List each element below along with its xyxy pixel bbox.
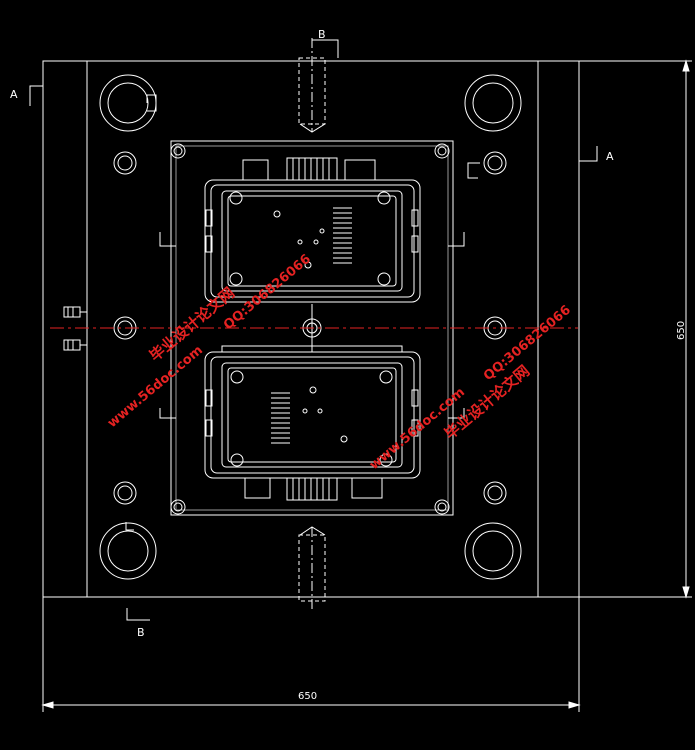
cooling-fitting-upper bbox=[63, 306, 87, 318]
dimension-height-value: 650 bbox=[676, 321, 687, 340]
insert-pocket-right-mid bbox=[448, 408, 465, 419]
insert-screw-4 bbox=[434, 499, 450, 515]
connector-pins-upper bbox=[286, 157, 338, 181]
return-pin-bracket bbox=[467, 162, 480, 179]
section-marker-b-bottom bbox=[126, 608, 150, 621]
connector-pins-lower bbox=[286, 477, 338, 501]
insert-pocket-left-top bbox=[159, 232, 176, 247]
dimension-width-value: 650 bbox=[298, 691, 317, 702]
section-label-b-bottom: B bbox=[137, 626, 145, 639]
insert-pocket-right-top bbox=[448, 232, 465, 247]
cooling-fitting-lower bbox=[63, 339, 87, 351]
insert-screw-3 bbox=[170, 499, 186, 515]
guide-pillar-bottom-right bbox=[464, 522, 522, 580]
return-pin-2 bbox=[483, 151, 507, 175]
section-marker-a-right bbox=[579, 146, 598, 162]
section-label-b-top: B bbox=[318, 28, 326, 41]
section-label-a-right: A bbox=[606, 150, 614, 163]
guide-pillar-bottom-left bbox=[99, 522, 157, 580]
return-pin-6 bbox=[483, 481, 507, 505]
section-label-a-left: A bbox=[10, 88, 18, 101]
part-cavity-lower bbox=[204, 345, 421, 501]
insert-screw-1 bbox=[170, 143, 186, 159]
vent-grille-lower bbox=[271, 392, 290, 444]
insert-pocket-left-mid bbox=[159, 408, 176, 419]
part-cavity-upper bbox=[204, 157, 421, 303]
section-marker-b-top bbox=[312, 39, 339, 58]
section-marker-a-left bbox=[29, 85, 43, 106]
guide-pillar-top-right bbox=[464, 74, 522, 132]
insert-screw-2 bbox=[434, 143, 450, 159]
guide-pillar-top-left bbox=[99, 74, 157, 132]
return-pin-5 bbox=[113, 481, 137, 505]
return-pin-1 bbox=[113, 151, 137, 175]
vent-grille-upper bbox=[333, 207, 352, 264]
mold-base-plate bbox=[42, 60, 580, 598]
